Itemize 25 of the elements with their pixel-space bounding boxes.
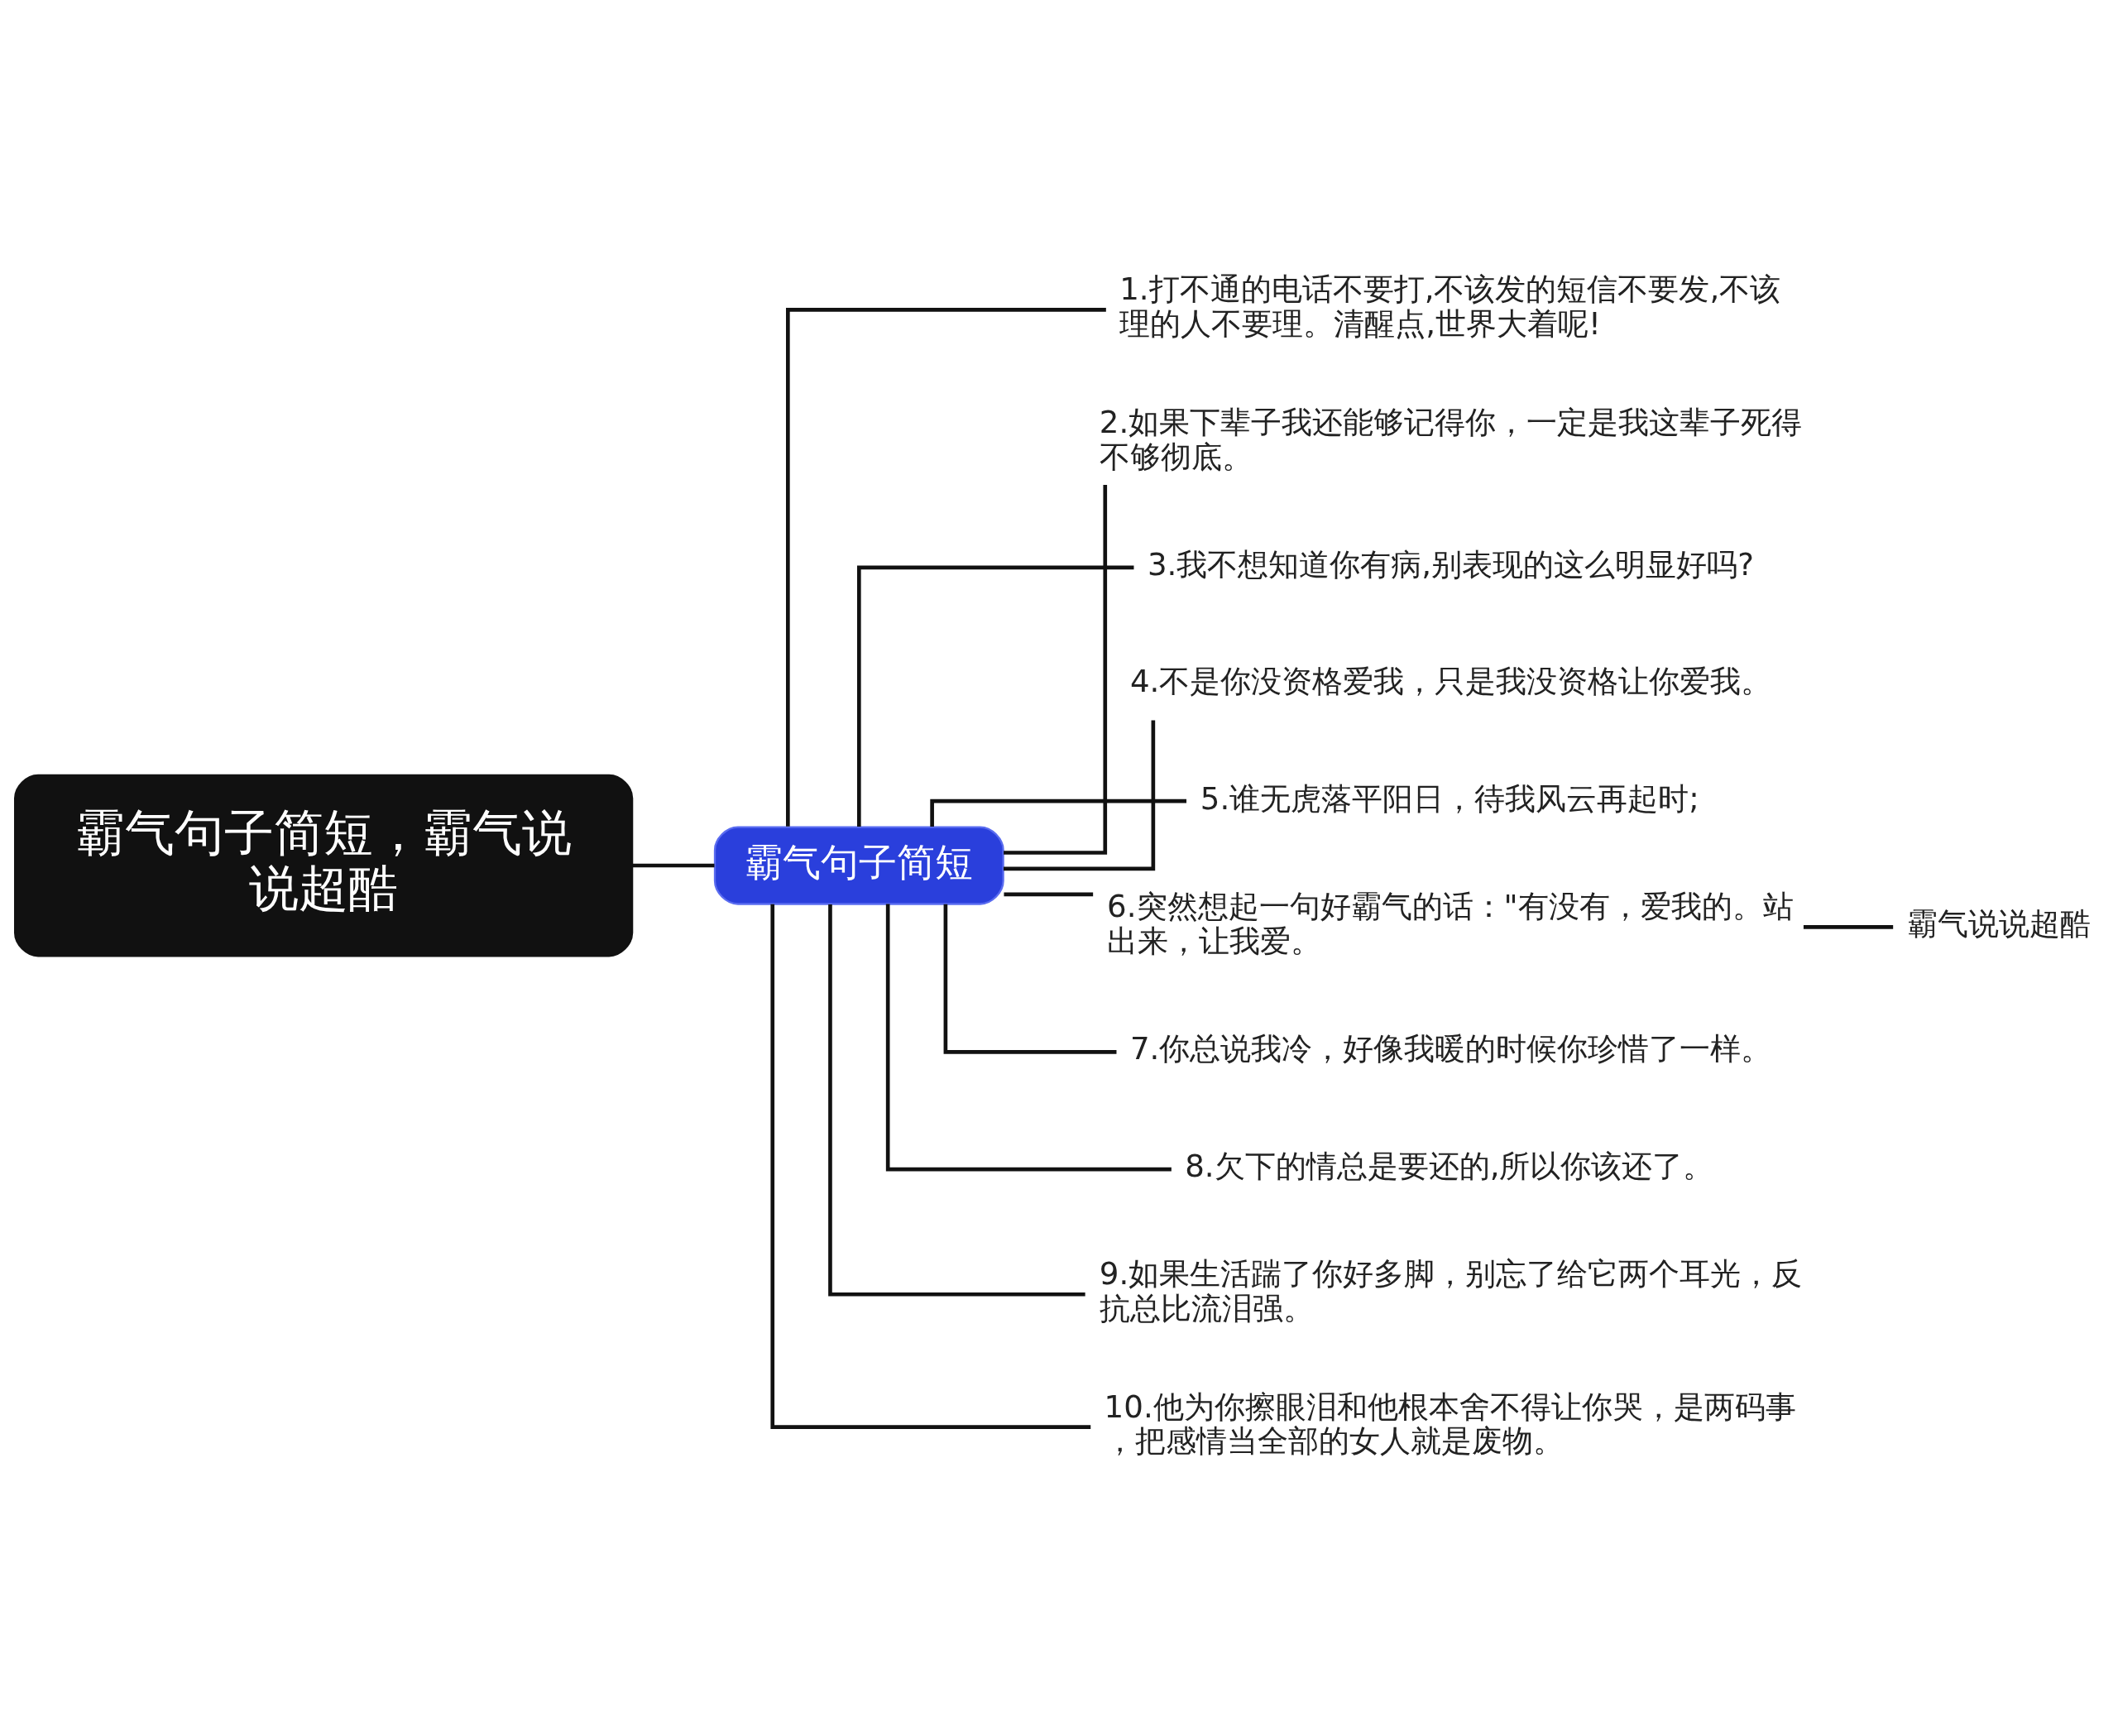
connector: [770, 904, 1091, 1429]
connector: [1004, 892, 1094, 896]
node-text: 9.如果生活踹了你好多脚，别忘了给它两个耳光，反抗总比流泪强。: [1099, 1254, 1803, 1326]
node-box: 霸气句子简短，霸气说说超酷: [14, 774, 634, 957]
connector: [930, 798, 1187, 827]
node-text: 8.欠下的情总是要还的,所以你该还了。: [1185, 1147, 1714, 1184]
connector: [857, 565, 1134, 827]
connector: [885, 904, 1172, 1171]
node-text: 5.谁无虎落平阳日，待我风云再起时;: [1200, 779, 1699, 817]
node-text: 6.突然想起一句好霸气的话："有没有，爱我的。站出来，让我爱。: [1107, 887, 1794, 959]
node-text: 4.不是你没资格爱我，只是我没资格让你爱我。: [1129, 662, 1772, 699]
node-text: 霸气说说超酷: [1906, 904, 2091, 942]
connector: [1004, 719, 1156, 870]
connector: [943, 904, 1117, 1054]
node-text: 2.如果下辈子我还能够记得你，一定是我这辈子死得不够彻底。: [1099, 403, 1803, 475]
connector: [632, 863, 715, 867]
node-text: 3.我不想知道你有病,别表现的这么明显好吗?: [1147, 545, 1754, 583]
node-text: 1.打不通的电话不要打,不该发的短信不要发,不该理的人不要理。清醒点,世界大着呢!: [1119, 270, 1781, 342]
node-text: 7.你总说我冷，好像我暖的时候你珍惜了一样。: [1129, 1029, 1772, 1067]
connector: [1803, 924, 1894, 929]
connector: [786, 307, 1106, 827]
node-box: 霸气句子简短: [713, 825, 1004, 905]
connector: [828, 904, 1085, 1297]
node-text: 10.他为你擦眼泪和他根本舍不得让你哭，是两码事，把感情当全部的女人就是废物。: [1104, 1388, 1796, 1459]
connector: [1004, 484, 1108, 855]
